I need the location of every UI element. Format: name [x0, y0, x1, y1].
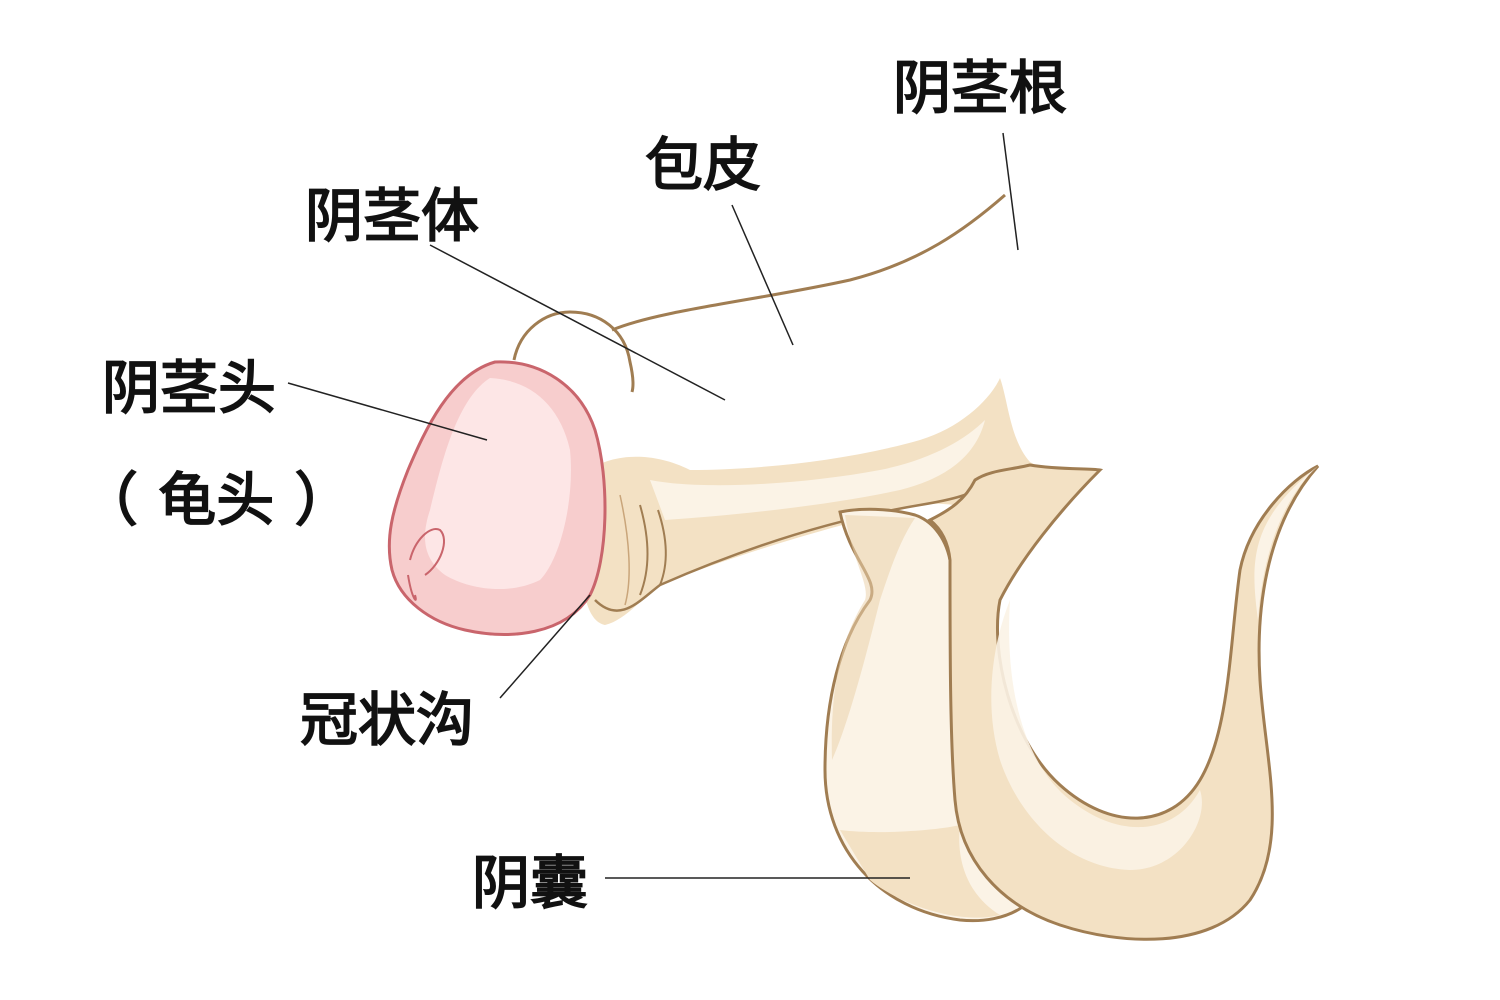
scrotum-right-highlight: [991, 600, 1202, 870]
label-coronal-sulcus: 冠状沟: [300, 686, 474, 754]
foreskin-fold: [512, 310, 635, 393]
glans-meatus: [409, 528, 445, 576]
shaft-lower-outline: [594, 479, 991, 612]
label-root: 阴茎根: [893, 54, 1067, 122]
leader-coronal-sulcus: [499, 594, 591, 699]
shaft-highlight: [650, 420, 985, 520]
scrotum-left-shade: [831, 515, 915, 760]
coronal-ridge-2: [657, 509, 667, 586]
label-scrotum: 阴囊: [472, 849, 588, 917]
scrotum-left-bottom: [840, 825, 1000, 918]
scrotum-right-tail: [1254, 466, 1318, 620]
scrotum-right: [927, 463, 1320, 941]
coronal-ridge-3: [619, 494, 630, 606]
glans-base: [407, 574, 417, 601]
label-foreskin: 包皮: [645, 131, 761, 199]
coronal-ridge-1: [639, 504, 649, 596]
label-glans: 阴茎头: [102, 354, 276, 422]
root-outline: [611, 193, 1006, 332]
label-glans-alt: （ 龟头 ）: [80, 466, 352, 534]
leader-foreskin: [731, 204, 794, 346]
glans-highlight: [425, 378, 571, 590]
leader-glans: [287, 382, 488, 441]
leader-shaft: [429, 244, 726, 401]
leader-root: [1002, 132, 1019, 251]
label-shaft: 阴茎体: [305, 182, 479, 250]
